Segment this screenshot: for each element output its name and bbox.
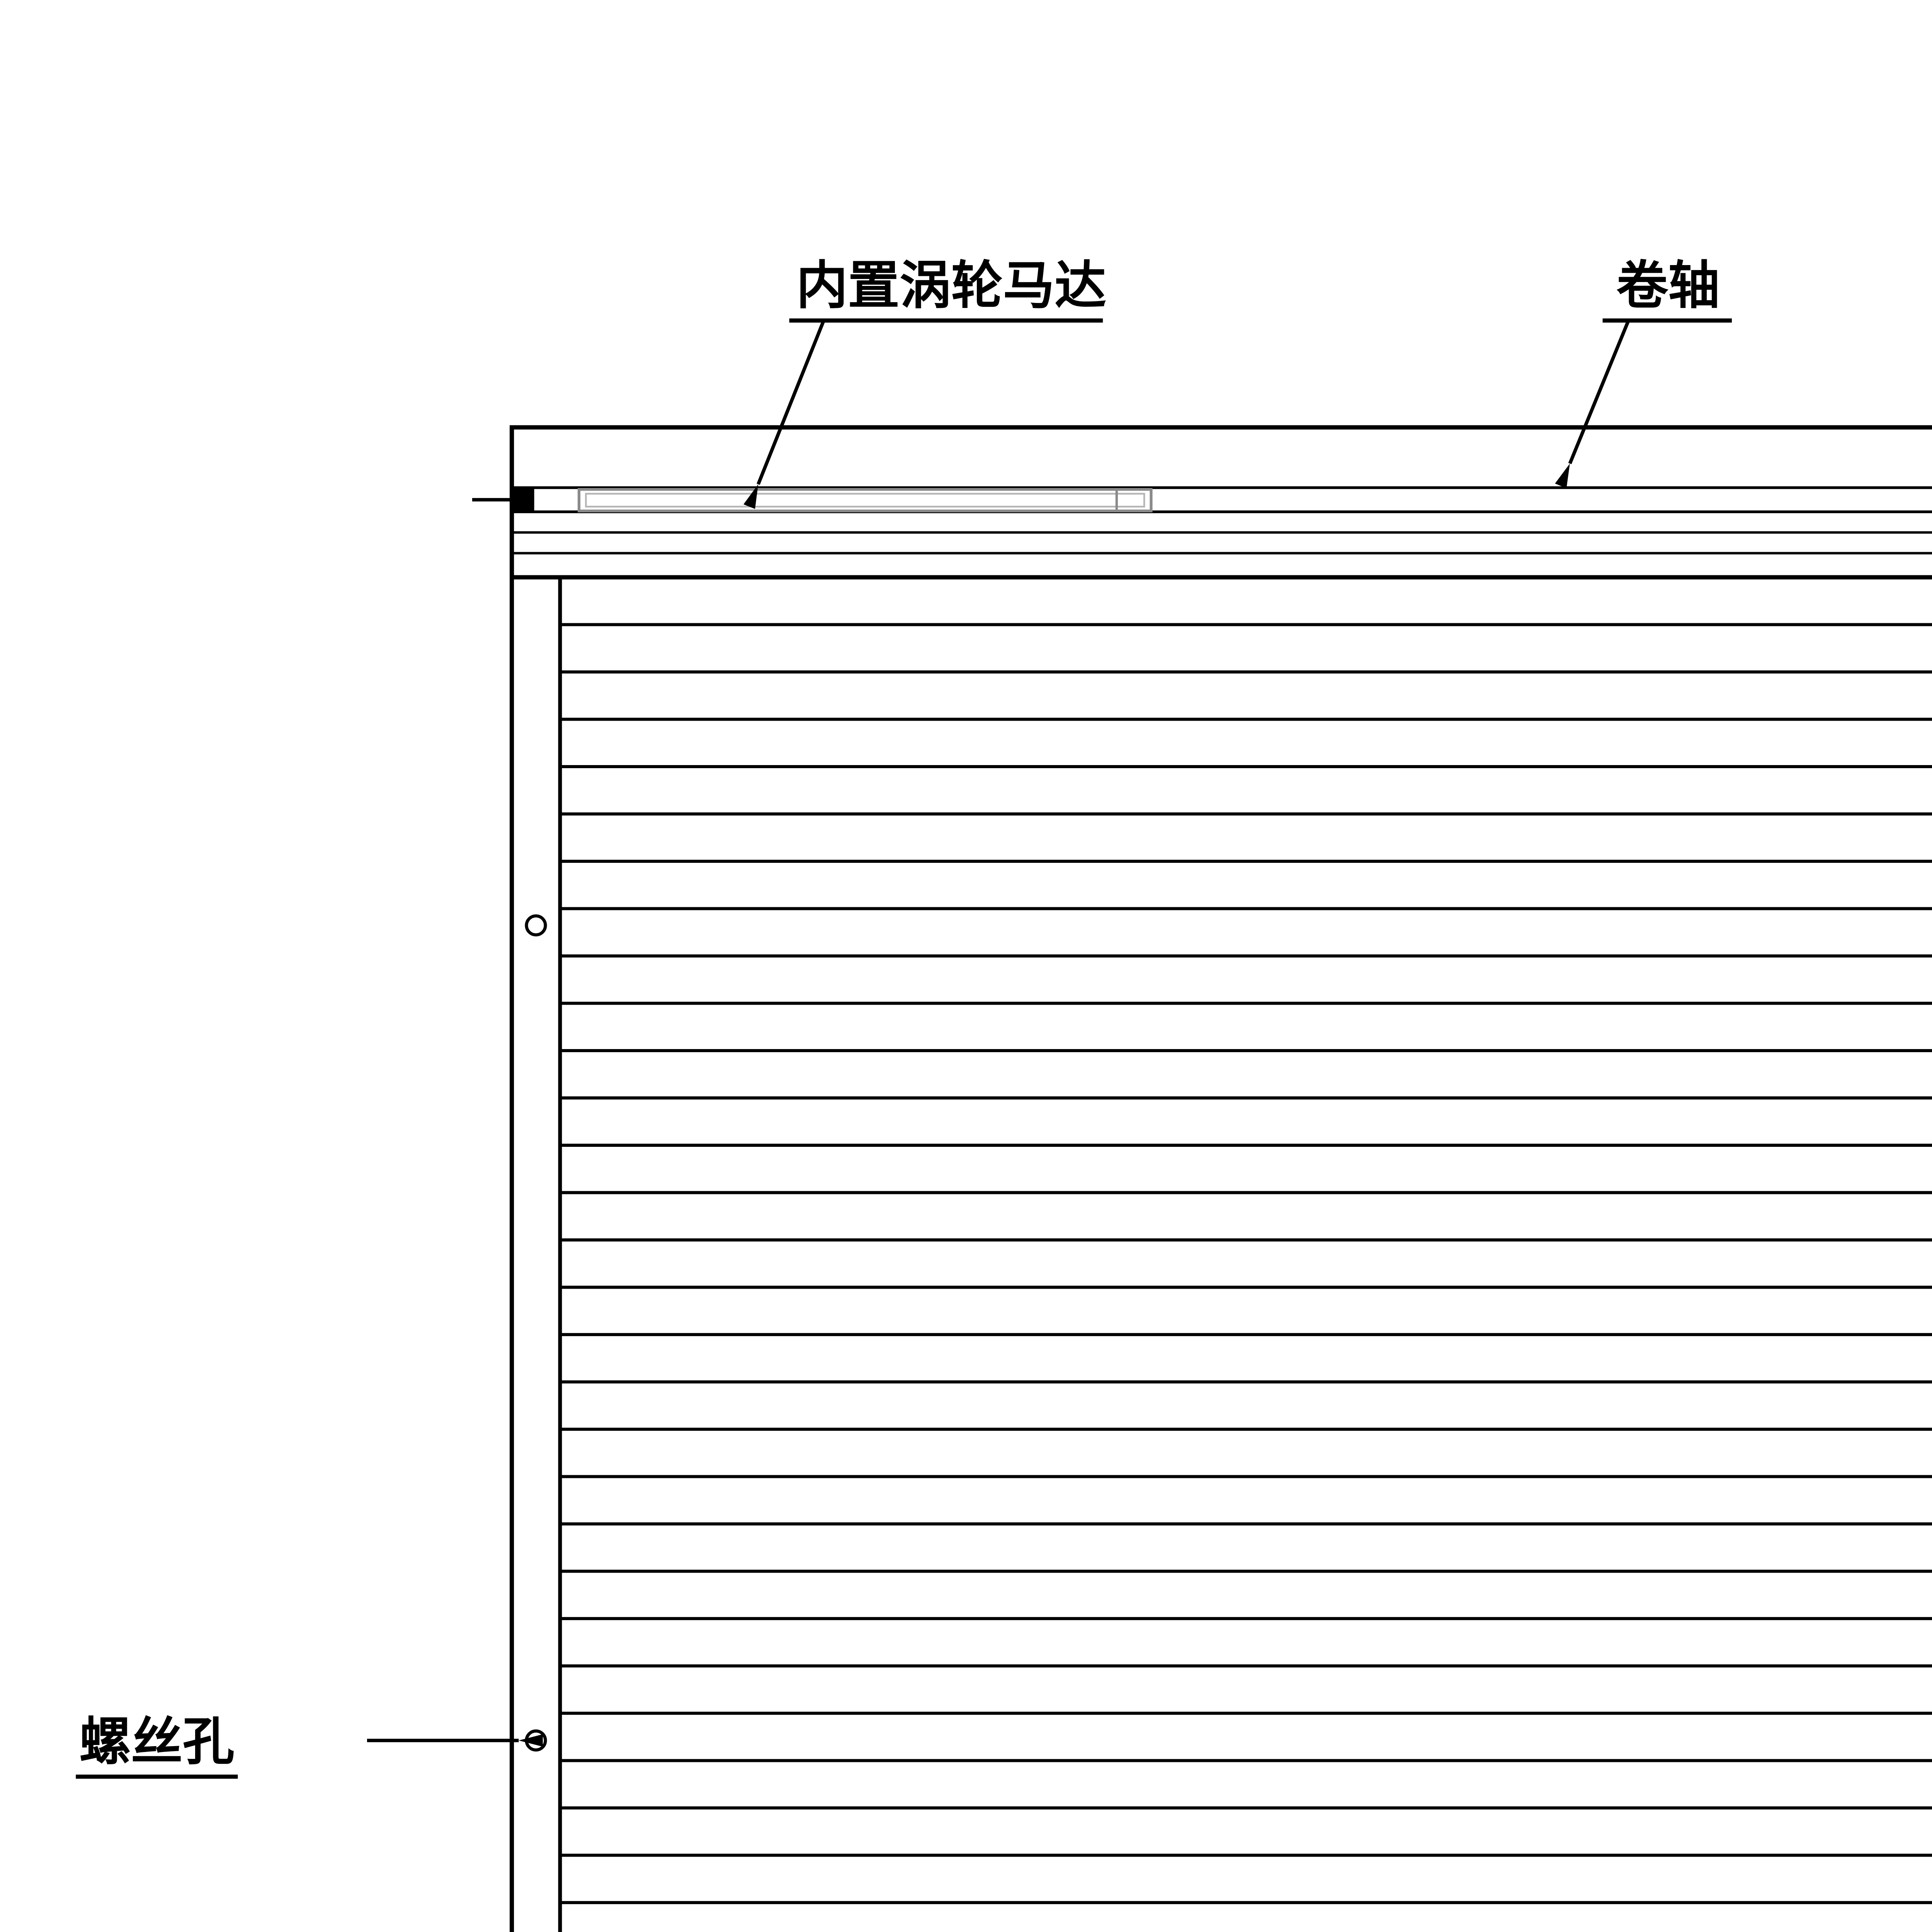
leader-lines (367, 320, 1932, 1932)
beam-leader (1863, 1854, 1932, 1932)
shaft-label: 卷轴 (1616, 257, 1720, 315)
slat-lines (560, 575, 1932, 1904)
label-underlines (76, 318, 1732, 1779)
motor-leader (743, 320, 825, 509)
shaft-leader (1555, 320, 1630, 488)
guide-rails (509, 427, 562, 1932)
tubular-motor (512, 486, 1153, 513)
motor-label: 内置涡轮马达 (796, 257, 1106, 315)
screw-holes (525, 914, 547, 1752)
screw-hole-top-left (525, 914, 547, 937)
screw-label: 螺丝孔 (79, 1713, 234, 1770)
shaft-end-cap (512, 486, 534, 513)
top-cover-box (472, 425, 1932, 580)
screw-hole-bottom-left (525, 1729, 547, 1752)
